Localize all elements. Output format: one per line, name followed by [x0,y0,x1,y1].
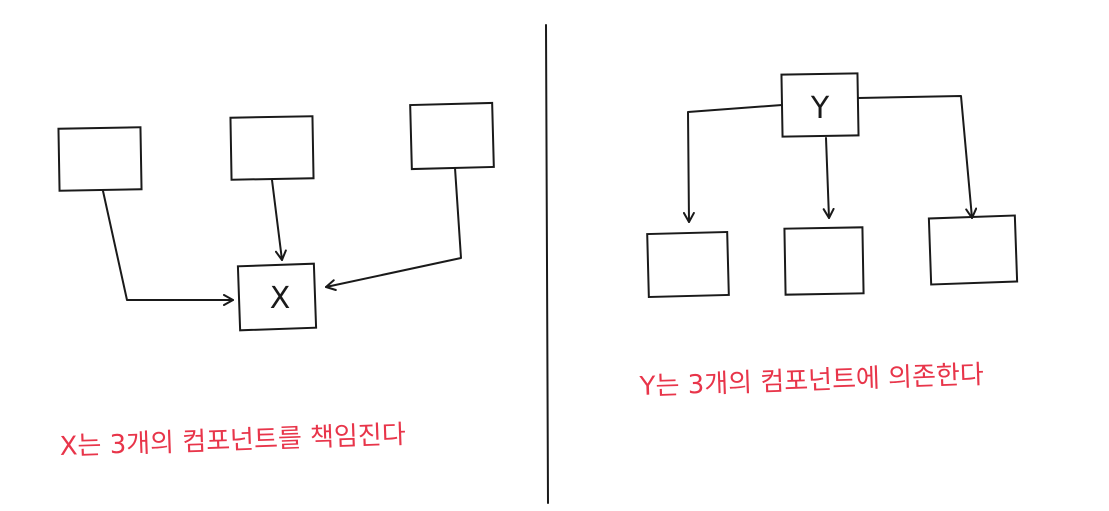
right-panel: Y Y는 3개의 컴포넌트에 의존한다 [638,72,1019,402]
left-caption: X는 3개의 컴포넌트를 책임진다 [59,420,406,462]
right-caption: Y는 3개의 컴포넌트에 의존한다 [638,360,984,402]
arrow-y-to-right-2 [822,137,835,219]
right-component-box-2 [783,226,865,296]
arrow-left-2-to-x [271,179,287,261]
panel-divider [545,24,549,504]
center-node-y: Y [780,72,860,138]
node-y-label: Y [810,91,830,126]
arrow-y-to-right-1 [682,104,783,223]
node-x-box [236,262,318,332]
center-node-x: X [236,262,318,332]
node-x-label: X [270,281,291,316]
left-component-box-1 [57,126,143,192]
left-component-box-3 [409,101,495,171]
left-component-box-2 [229,115,315,181]
arrow-y-to-right-3 [857,95,978,219]
arrow-left-3-to-x [325,167,462,291]
right-component-box-1 [646,230,730,299]
left-panel: X X는 3개의 컴포넌트를 책임진다 [57,101,495,462]
right-component-box-3 [927,214,1019,286]
arrow-left-1-to-x [102,190,234,306]
